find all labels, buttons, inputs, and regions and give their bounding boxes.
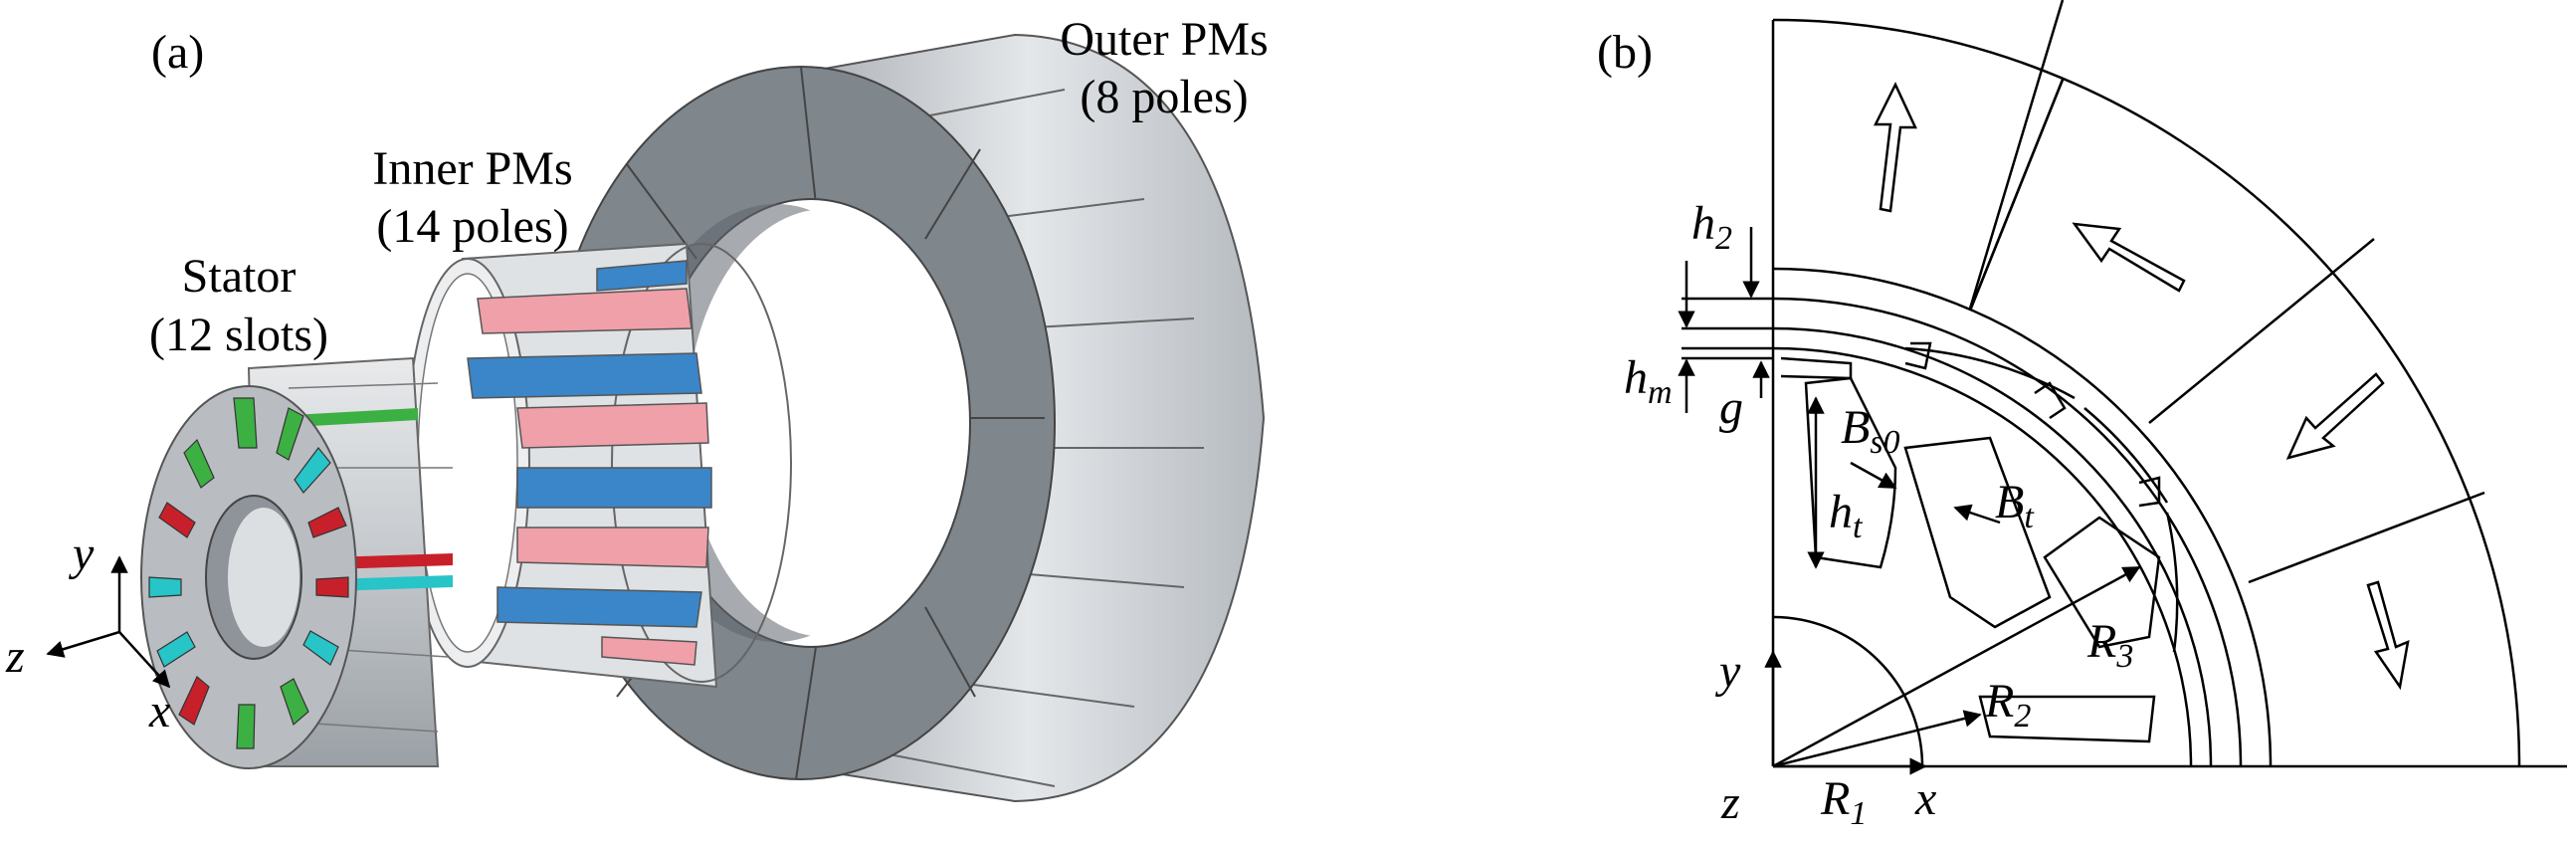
stator bbox=[140, 356, 454, 769]
axis-b-z: z bbox=[1720, 776, 1740, 829]
axis-triad-a bbox=[46, 555, 171, 689]
label-bs0: Bs0 bbox=[1841, 401, 1900, 461]
label-hm: hm bbox=[1624, 351, 1673, 411]
label-g: g bbox=[1719, 381, 1743, 434]
label-bt: Bt bbox=[1995, 476, 2035, 535]
stator-label-line1: Stator bbox=[182, 250, 297, 303]
axis-a-z: z bbox=[5, 630, 25, 683]
dimensions bbox=[1678, 227, 2141, 775]
stator-label-line2: (12 slots) bbox=[149, 309, 328, 361]
panel-a: (a) bbox=[5, 13, 1269, 803]
label-ht: ht bbox=[1829, 486, 1864, 545]
inner-pm-magnets bbox=[467, 260, 712, 666]
inner-pms-label-line1: Inner PMs bbox=[372, 142, 572, 195]
panel-b: (b) bbox=[1597, 0, 2567, 832]
stator-slots bbox=[148, 397, 349, 749]
label-r2: R2 bbox=[1984, 675, 2031, 735]
cross-section bbox=[1771, 0, 2567, 768]
label-r3: R3 bbox=[2086, 615, 2133, 675]
axis-b-y: y bbox=[1714, 645, 1741, 698]
outer-pms-label-line2: (8 poles) bbox=[1080, 71, 1248, 123]
axis-b-x: x bbox=[1914, 772, 1936, 825]
panel-b-label: (b) bbox=[1597, 26, 1653, 79]
axis-a-x: x bbox=[148, 685, 170, 737]
panel-a-label: (a) bbox=[151, 26, 204, 79]
label-r1: R1 bbox=[1820, 772, 1867, 832]
label-h2: h2 bbox=[1691, 197, 1732, 257]
outer-pms-label-line1: Outer PMs bbox=[1060, 13, 1268, 66]
axis-a-y: y bbox=[68, 527, 95, 580]
dim-labels: h2 hm g Bs0 ht Bt R3 R2 R1 y z x bbox=[1624, 197, 2133, 832]
inner-pms-label-line2: (14 poles) bbox=[376, 200, 568, 253]
magnetisation-arrows bbox=[1873, 82, 2410, 691]
